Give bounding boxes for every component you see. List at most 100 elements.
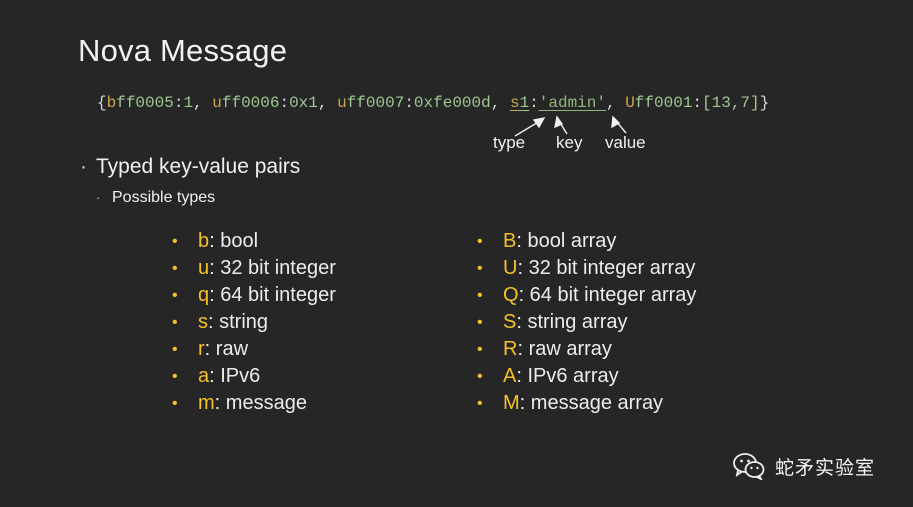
code-type-5: U <box>625 94 635 112</box>
type-description: : 32 bit integer array <box>517 257 696 279</box>
array-type-item: • R: raw array <box>477 336 696 363</box>
bullet-main: · Typed key-value pairs <box>80 155 300 179</box>
array-type-item: • A: IPv6 array <box>477 363 696 390</box>
code-key-4: 1 <box>519 94 530 112</box>
type-description: : string array <box>516 311 628 333</box>
code-colon-2: : <box>279 94 290 112</box>
type-description: : raw <box>204 338 249 360</box>
watermark: 蛇矛实验室 <box>733 451 875 481</box>
scalar-type-item: • q: 64 bit integer <box>172 282 336 309</box>
code-key-3: ff0007 <box>346 94 405 112</box>
code-value-3: 0xfe000d <box>413 94 491 112</box>
bullet-icon: • <box>172 314 178 331</box>
slide-title: Nova Message <box>78 33 288 68</box>
array-types-list: • B: bool array • U: 32 bit integer array • Q… <box>477 228 696 417</box>
code-colon-1: : <box>173 94 184 112</box>
bullet-icon: • <box>172 341 178 358</box>
code-key-1: ff0005 <box>116 94 174 112</box>
bullet-icon: • <box>172 260 178 277</box>
type-description: : raw array <box>517 338 612 360</box>
type-letter: R <box>503 338 518 360</box>
scalar-types-list: • b: bool • u: 32 bit integer • q: 64 bit int… <box>172 228 336 417</box>
bullet-icon: • <box>172 287 178 304</box>
array-type-item: • B: bool array <box>477 228 696 255</box>
bullet-main-text: Typed key-value pairs <box>96 155 301 178</box>
bullet-icon: • <box>477 314 483 331</box>
scalar-type-item: • m: message <box>172 390 336 417</box>
code-brace-close: } <box>759 94 770 112</box>
type-description: : bool array <box>516 230 617 252</box>
type-arrow-head <box>532 117 546 129</box>
type-letter: Q <box>503 284 519 306</box>
code-type-3: u <box>337 94 347 112</box>
code-value-2: 0x1 <box>289 94 318 112</box>
code-value-4: 'admin' <box>538 94 606 112</box>
bullet-sub-text: Possible types <box>112 189 216 206</box>
type-description: : 64 bit integer <box>209 284 336 306</box>
annotation-type: type <box>493 133 526 152</box>
bullet-icon: • <box>477 233 483 250</box>
type-letter: B <box>503 230 517 252</box>
type-description: : bool <box>209 230 259 252</box>
type-letter: U <box>503 257 518 279</box>
bullet-sub: ·Possible types <box>96 189 215 207</box>
bullet-icon: • <box>477 260 483 277</box>
scalar-type-item: • u: 32 bit integer <box>172 255 336 282</box>
array-type-item: • Q: 64 bit integer array <box>477 282 696 309</box>
array-type-item: • U: 32 bit integer array <box>477 255 696 282</box>
code-example: {bff0005:1, uff0006:0x1, uff0007:0xfe000… <box>97 94 769 112</box>
scalar-type-item: •a: IPv6 <box>172 363 336 390</box>
array-type-item: • S: string array <box>477 309 696 336</box>
key-arrow-head <box>554 115 564 129</box>
type-description: : IPv6 <box>209 365 261 387</box>
code-key-2: ff0006 <box>221 94 280 112</box>
array-type-item: •M: message array <box>477 390 696 417</box>
code-comma-1: , <box>193 94 213 112</box>
scalar-type-item: • b: bool <box>172 228 336 255</box>
type-letter: A <box>503 365 517 387</box>
type-letter: m <box>198 392 215 414</box>
watermark-text: 蛇矛实验室 <box>775 456 876 479</box>
type-letter: S <box>503 311 517 333</box>
bullet-icon: • <box>477 395 483 412</box>
type-letter: r <box>198 338 205 360</box>
code-comma-4: , <box>605 94 626 112</box>
bullet-icon: • <box>477 368 483 385</box>
code-brace-open: { <box>97 94 107 112</box>
type-description: : string <box>208 311 269 333</box>
value-arrow-head <box>611 115 621 129</box>
code-key-5: ff0001 <box>634 94 693 112</box>
bullet-icon: • <box>172 368 178 385</box>
code-type-1: b <box>106 94 117 112</box>
type-description: : IPv6 array <box>516 365 619 387</box>
type-description: : message <box>214 392 307 414</box>
code-type-2: u <box>212 94 222 112</box>
type-letter: b <box>198 230 210 252</box>
code-value-1: 1 <box>183 94 194 112</box>
type-letter: u <box>198 257 210 279</box>
code-colon-5: : <box>692 94 703 112</box>
annotation-value: value <box>605 133 646 152</box>
code-colon-3: : <box>404 94 414 112</box>
type-description: : 32 bit integer <box>209 257 336 279</box>
bullet-icon: • <box>477 341 483 358</box>
code-type-4: s <box>509 94 520 112</box>
bullet-icon: • <box>172 395 178 412</box>
code-value-5: [13,7] <box>702 94 760 112</box>
bullet-icon: • <box>172 233 178 250</box>
bullet-dot: · <box>80 155 87 178</box>
bullet-icon: • <box>477 287 483 304</box>
type-description: : message array <box>519 392 664 414</box>
scalar-type-item: • s: string <box>172 309 336 336</box>
wechat-icon <box>733 453 765 480</box>
scalar-type-item: • r: raw <box>172 336 336 363</box>
type-letter: q <box>198 284 210 306</box>
type-letter: s <box>198 311 208 333</box>
type-description: : 64 bit integer array <box>518 284 697 306</box>
code-comma-3: , <box>490 94 510 112</box>
annotation-key: key <box>556 133 583 152</box>
code-comma-2: , <box>317 94 338 112</box>
code-colon-4: : <box>529 94 539 112</box>
